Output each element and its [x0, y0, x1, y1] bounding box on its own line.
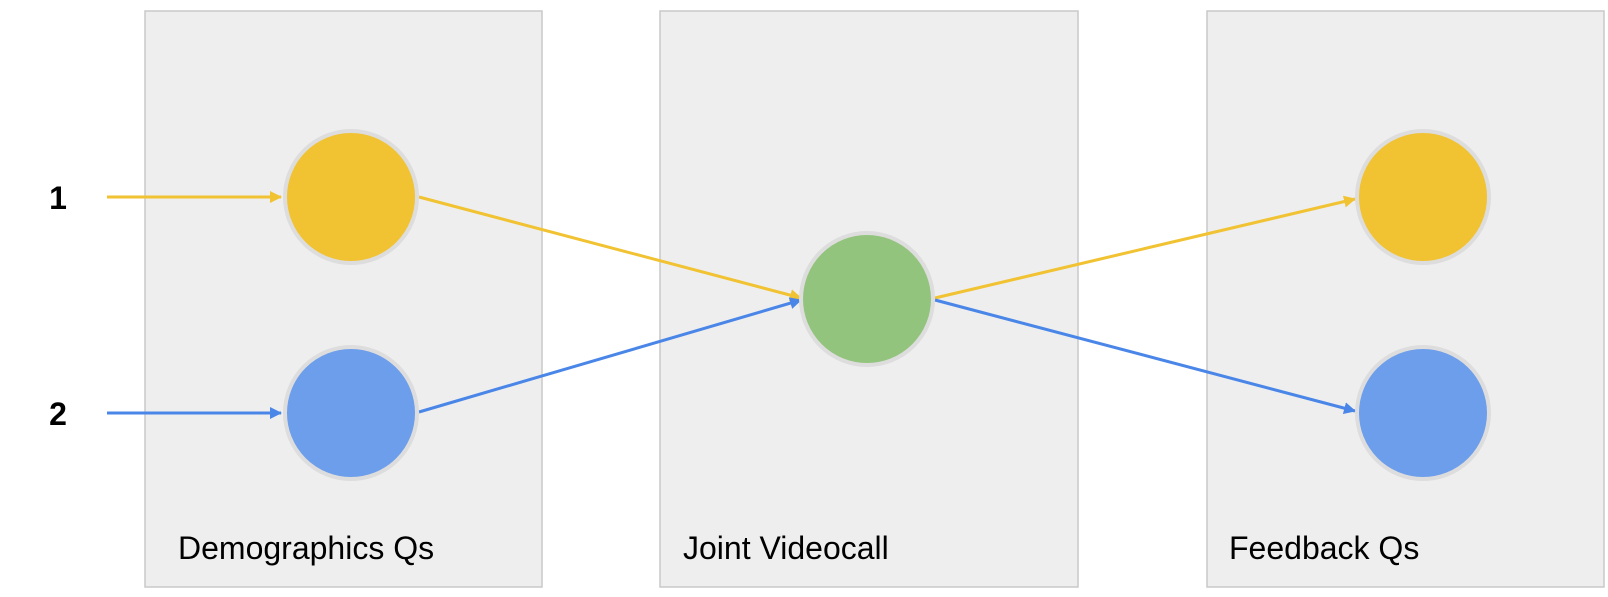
participant-1-label: 1 [49, 180, 67, 216]
node-feedback-participant-1 [1355, 129, 1491, 265]
node-demographics-participant-1 [283, 129, 419, 265]
stage-label-videocall: Joint Videocall [683, 530, 889, 566]
node-demographics-participant-2 [283, 345, 419, 481]
stage-label-demographics: Demographics Qs [178, 530, 434, 566]
arrow-p2-to-feedback [934, 298, 1356, 414]
arrow-p1-to-videocall [418, 195, 802, 301]
node-joint-videocall [799, 231, 935, 367]
arrow-p2-to-videocall [418, 297, 802, 414]
arrow-p1-to-feedback [934, 195, 1356, 300]
node-feedback-participant-2 [1355, 345, 1491, 481]
stage-label-feedback: Feedback Qs [1229, 530, 1419, 566]
participant-2-label: 2 [49, 396, 67, 432]
stage-panel-demographics [144, 10, 543, 588]
stage-panel-feedback [1206, 10, 1605, 588]
